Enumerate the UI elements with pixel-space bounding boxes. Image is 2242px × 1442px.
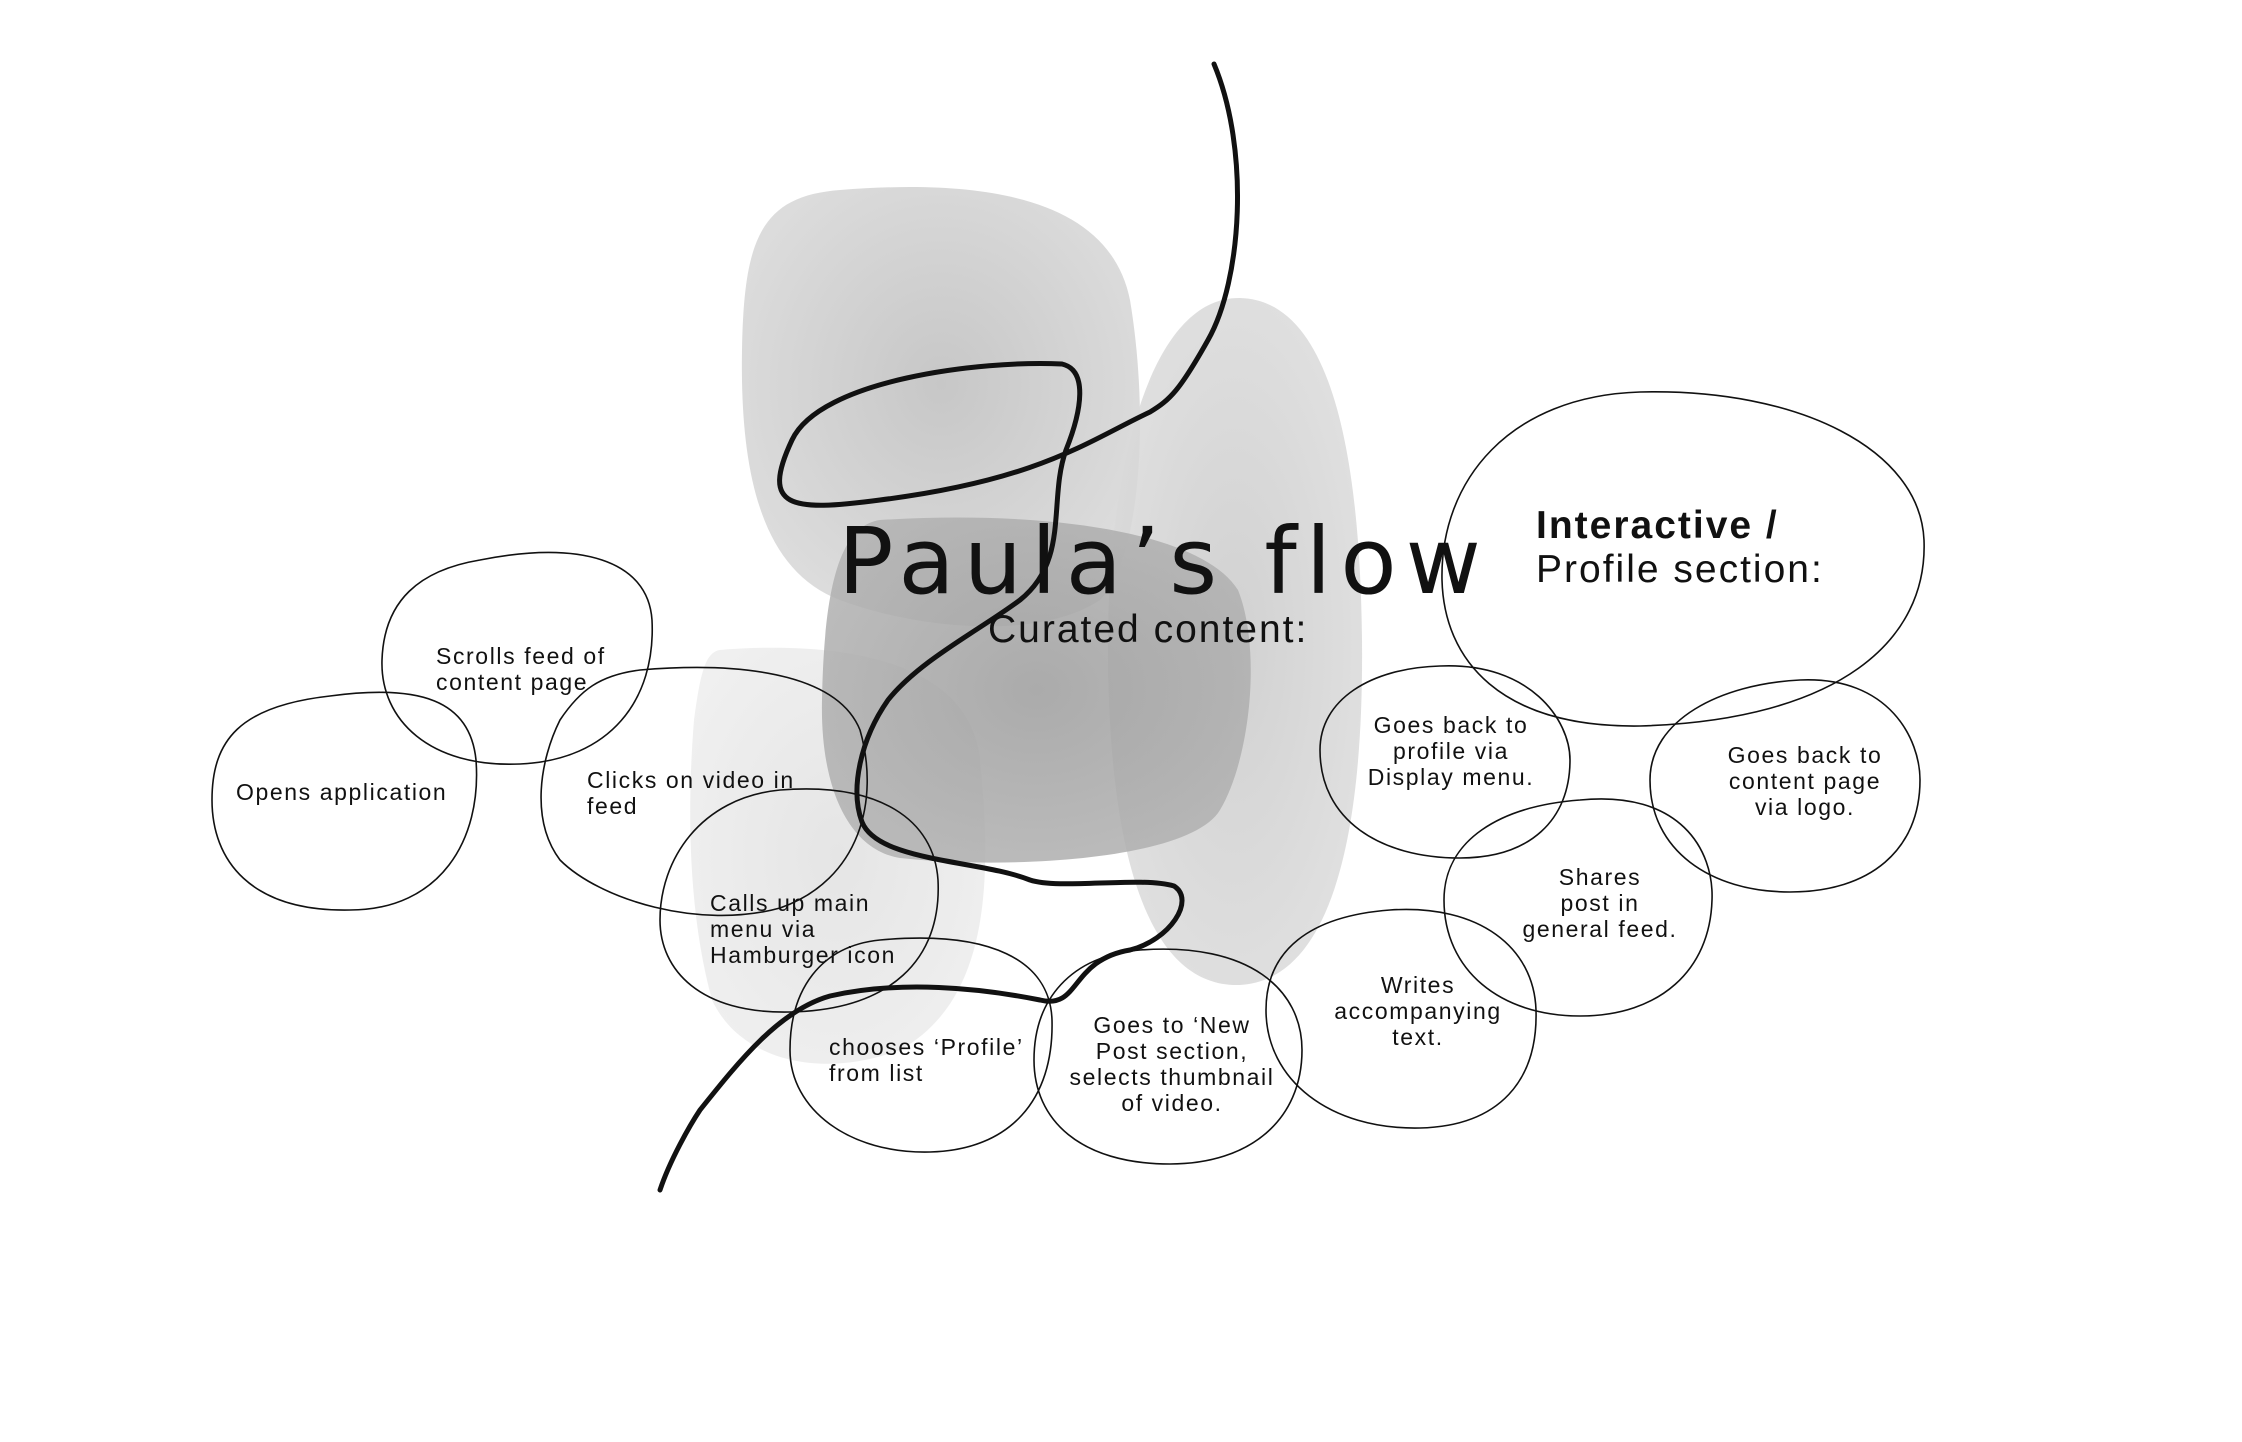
step-chooses-profile: chooses ‘Profile’ from list (829, 1034, 1024, 1086)
step-calls-main-menu: Calls up main menu via Hamburger icon (710, 890, 897, 968)
bubble-opens-application (211, 691, 478, 911)
step-shares-post: Shares post in general feed. (1522, 864, 1678, 942)
step-writes-text: Writes accompanying text. (1334, 972, 1502, 1050)
bubble-chooses-profile (789, 937, 1053, 1153)
step-opens-application: Opens application (236, 779, 448, 805)
grey-blob-center (821, 517, 1251, 863)
bubble-back-to-content (1649, 679, 1921, 893)
step-scrolls-feed: Scrolls feed of content page (436, 643, 606, 695)
step-goes-new-post: Goes to ‘New Post section, selects thumb… (1069, 1012, 1275, 1116)
section-heading-bold: Interactive / (1536, 504, 1779, 547)
page-title: Paula’s flow (838, 508, 1490, 615)
bubble-writes-text (1265, 908, 1537, 1129)
user-path-line (657, 61, 1241, 1193)
curated-content-heading: Curated content: (988, 608, 1309, 651)
bubble-scrolls-feed (381, 551, 653, 765)
bubble-clicks-video (540, 666, 868, 917)
bubble-section-heading (1441, 391, 1925, 727)
bubble-calls-main-menu (659, 788, 939, 1013)
section-heading-text: Profile section: (1536, 548, 1824, 591)
bubble-goes-new-post (1033, 948, 1303, 1165)
profile-section-heading: Interactive / Profile section: (1536, 504, 1824, 592)
step-back-to-content: Goes back to content page via logo. (1727, 742, 1883, 820)
bubble-shares-post (1443, 798, 1713, 1017)
step-clicks-video: Clicks on video in feed (587, 767, 795, 819)
grey-blob-top (741, 187, 1140, 627)
step-back-to-profile: Goes back to profile via Display menu. (1367, 712, 1535, 790)
